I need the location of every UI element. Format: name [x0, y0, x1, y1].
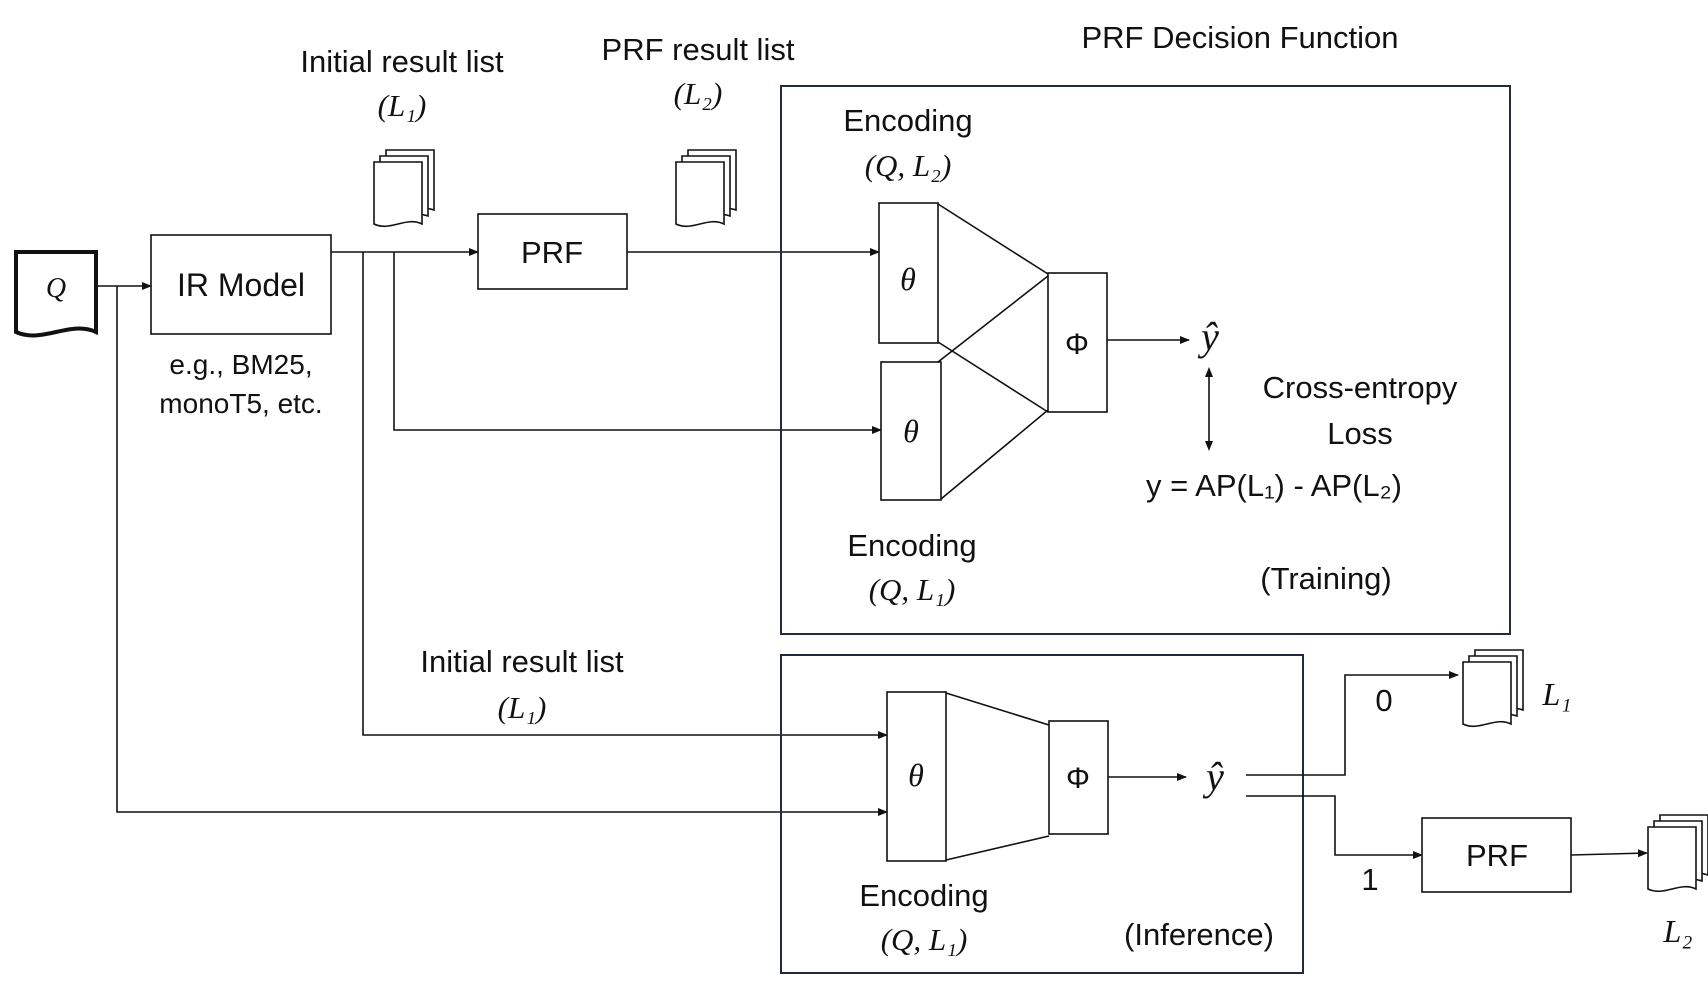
prf-list-symbol: (L₂) — [674, 76, 723, 111]
ir-model-box — [150, 234, 332, 335]
query-label: Q — [46, 273, 66, 304]
prf-list-label: PRF result list — [602, 32, 795, 67]
y-hat-training: ŷ — [1197, 314, 1219, 359]
decision-function-title: PRF Decision Function — [1081, 20, 1398, 55]
encoding-bottom-input: (Q, L₁) — [869, 572, 956, 607]
initial-list-symbol: (L₁) — [378, 88, 427, 123]
training-mode-label: (Training) — [1260, 561, 1392, 596]
phi-box-inference — [1048, 720, 1109, 835]
prf-box-bottom — [1421, 817, 1572, 893]
training-frame — [780, 85, 1511, 635]
document-stack-icon — [373, 149, 435, 228]
initial-list-label: Initial result list — [300, 44, 504, 79]
inference-mode-label: (Inference) — [1124, 917, 1274, 952]
theta-label-inference: θ — [908, 757, 924, 793]
ir-examples-line-1: e.g., BM25, — [169, 349, 312, 380]
ir-examples-line-2: monoT5, etc. — [159, 388, 322, 419]
theta-label-top: θ — [900, 261, 916, 297]
loss-label-line-2: Loss — [1327, 416, 1392, 451]
initial-list-lower-label: Initial result list — [420, 644, 624, 679]
prf-box-top — [477, 213, 628, 290]
encoder-theta-top — [878, 202, 939, 344]
connectors — [98, 248, 888, 816]
encoder-theta-inference — [886, 691, 947, 862]
encoding-inference-label: Encoding — [859, 878, 988, 913]
query-document: Q — [14, 250, 98, 338]
prf-label-top: PRF — [521, 235, 583, 270]
inference-frame — [780, 654, 1304, 974]
encoding-top-label: Encoding — [843, 103, 972, 138]
initial-list-lower-symbol: (L₁) — [498, 690, 547, 725]
training-network — [937, 203, 1049, 500]
document-stack-icon — [1647, 814, 1708, 893]
branch-connectors — [1246, 671, 1648, 859]
phi-label-inference: Φ — [1066, 762, 1090, 795]
branch-0-label: 0 — [1375, 683, 1392, 718]
output-l1-label: L₁ — [1542, 676, 1572, 712]
encoding-inference-input: (Q, L₁) — [881, 922, 968, 957]
phi-box-training — [1047, 272, 1108, 413]
output-l2-label: L₂ — [1663, 913, 1693, 949]
training-target: y = AP(L₁) - AP(L₂) — [1146, 468, 1402, 503]
branch-1-label: 1 — [1361, 862, 1378, 897]
document-stack-icon — [1462, 649, 1524, 728]
document-stack-icon — [675, 149, 737, 228]
y-hat-inference: ŷ — [1202, 754, 1224, 799]
loss-label-line-1: Cross-entropy — [1263, 370, 1458, 405]
encoder-theta-bottom — [880, 361, 942, 501]
theta-label-bottom: θ — [903, 413, 919, 449]
inference-network — [945, 692, 1050, 861]
ir-model-label: IR Model — [177, 267, 305, 303]
prf-label-bottom: PRF — [1466, 838, 1528, 873]
encoding-bottom-label: Encoding — [847, 528, 976, 563]
phi-label-training: Φ — [1065, 328, 1089, 361]
encoding-top-input: (Q, L₂) — [865, 148, 952, 183]
